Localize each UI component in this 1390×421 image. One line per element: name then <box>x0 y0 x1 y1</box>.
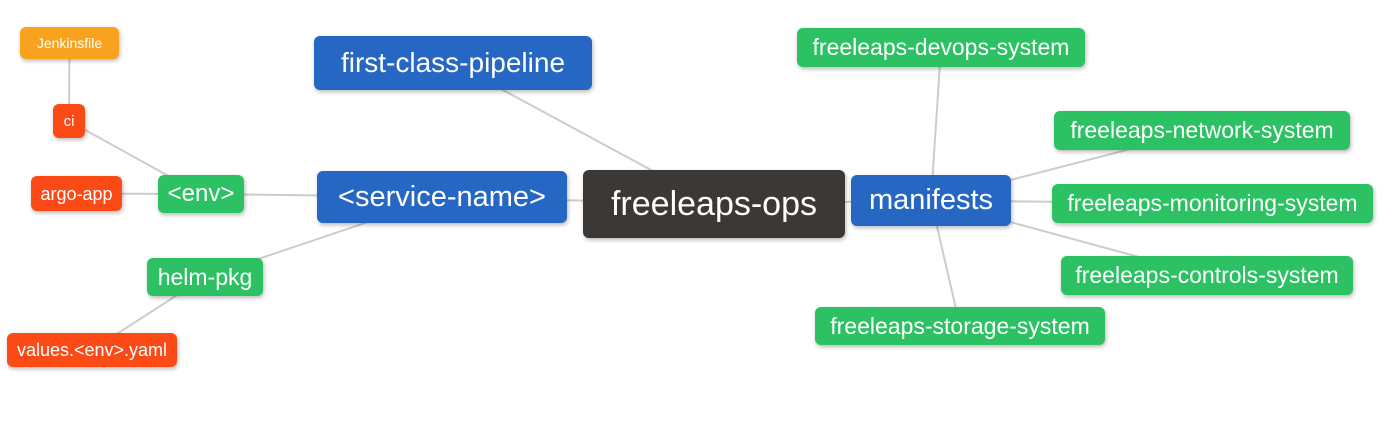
node-jenkinsfile[interactable]: Jenkinsfile <box>20 27 119 59</box>
node-freeleaps-storage-system[interactable]: freeleaps-storage-system <box>815 307 1105 345</box>
node-env[interactable]: <env> <box>158 175 244 213</box>
node-helm-pkg[interactable]: helm-pkg <box>147 258 263 296</box>
node-freeleaps-devops-system[interactable]: freeleaps-devops-system <box>797 28 1085 67</box>
node-freeleaps-controls-system[interactable]: freeleaps-controls-system <box>1061 256 1353 295</box>
node-argo-app[interactable]: argo-app <box>31 176 122 211</box>
node-freeleaps-monitoring-system[interactable]: freeleaps-monitoring-system <box>1052 184 1373 223</box>
node-values-env-yaml[interactable]: values.<env>.yaml <box>7 333 177 367</box>
node-first-class-pipeline[interactable]: first-class-pipeline <box>314 36 592 90</box>
node-service-name[interactable]: <service-name> <box>317 171 567 223</box>
node-freeleaps-network-system[interactable]: freeleaps-network-system <box>1054 111 1350 150</box>
node-ci[interactable]: ci <box>53 104 85 138</box>
node-freeleaps-ops-root[interactable]: freeleaps-ops <box>583 170 845 238</box>
node-manifests[interactable]: manifests <box>851 175 1011 226</box>
